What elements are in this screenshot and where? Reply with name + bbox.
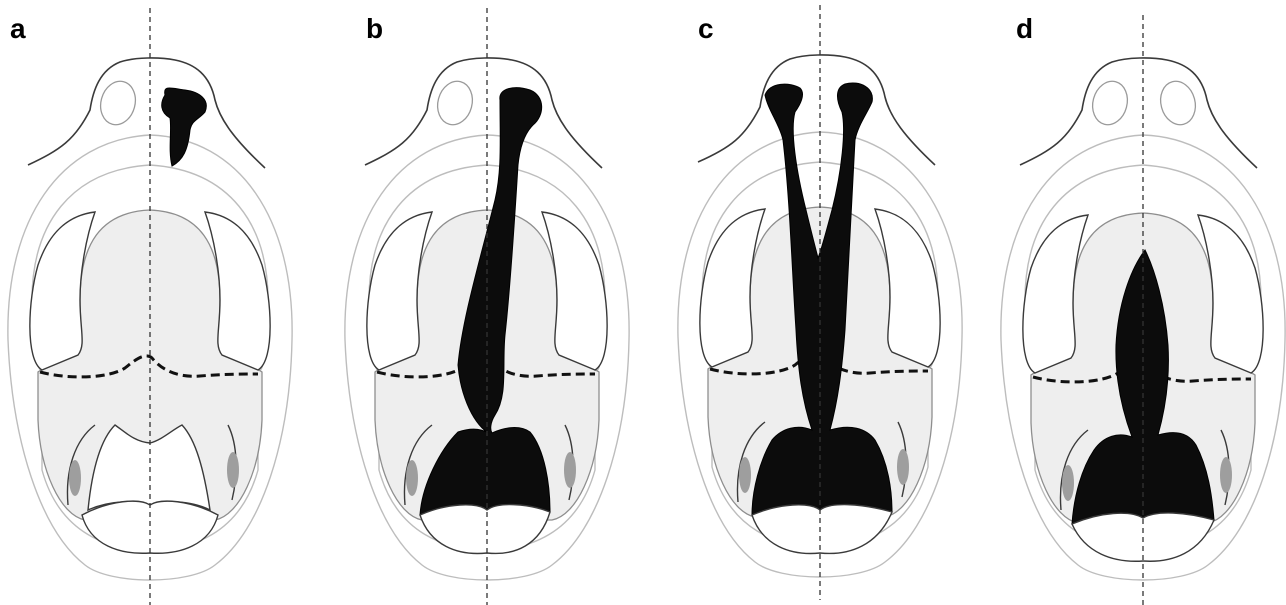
tonsil-right — [564, 452, 576, 488]
nose-outline — [1020, 58, 1257, 168]
tonsil-left — [406, 460, 418, 496]
panel-b — [345, 8, 629, 605]
nostril-left — [1088, 77, 1132, 128]
tonsil-right — [897, 449, 909, 485]
panel-d — [1001, 15, 1285, 605]
tonsil-right — [227, 452, 239, 488]
panel-label-a: a — [10, 13, 26, 44]
nose-outline — [698, 55, 935, 165]
panel-label-c: c — [698, 13, 714, 44]
uvula-base — [420, 505, 550, 554]
nose-outline — [28, 58, 265, 168]
nose-outline — [365, 58, 602, 168]
tonsil-left — [739, 457, 751, 493]
uvula-base — [82, 501, 218, 553]
tonsil-right — [1220, 457, 1232, 493]
nostril-left — [433, 77, 477, 128]
panel-c — [678, 5, 962, 600]
tonsil-left — [69, 460, 81, 496]
uvula-base — [752, 505, 892, 554]
nostril-right — [1156, 77, 1200, 128]
tonsil-left — [1062, 465, 1074, 501]
cleft-region-a — [162, 88, 207, 166]
panel-label-b: b — [366, 13, 383, 44]
panel-label-d: d — [1016, 13, 1033, 44]
nostril-left — [96, 77, 140, 128]
panel-a — [8, 8, 292, 605]
